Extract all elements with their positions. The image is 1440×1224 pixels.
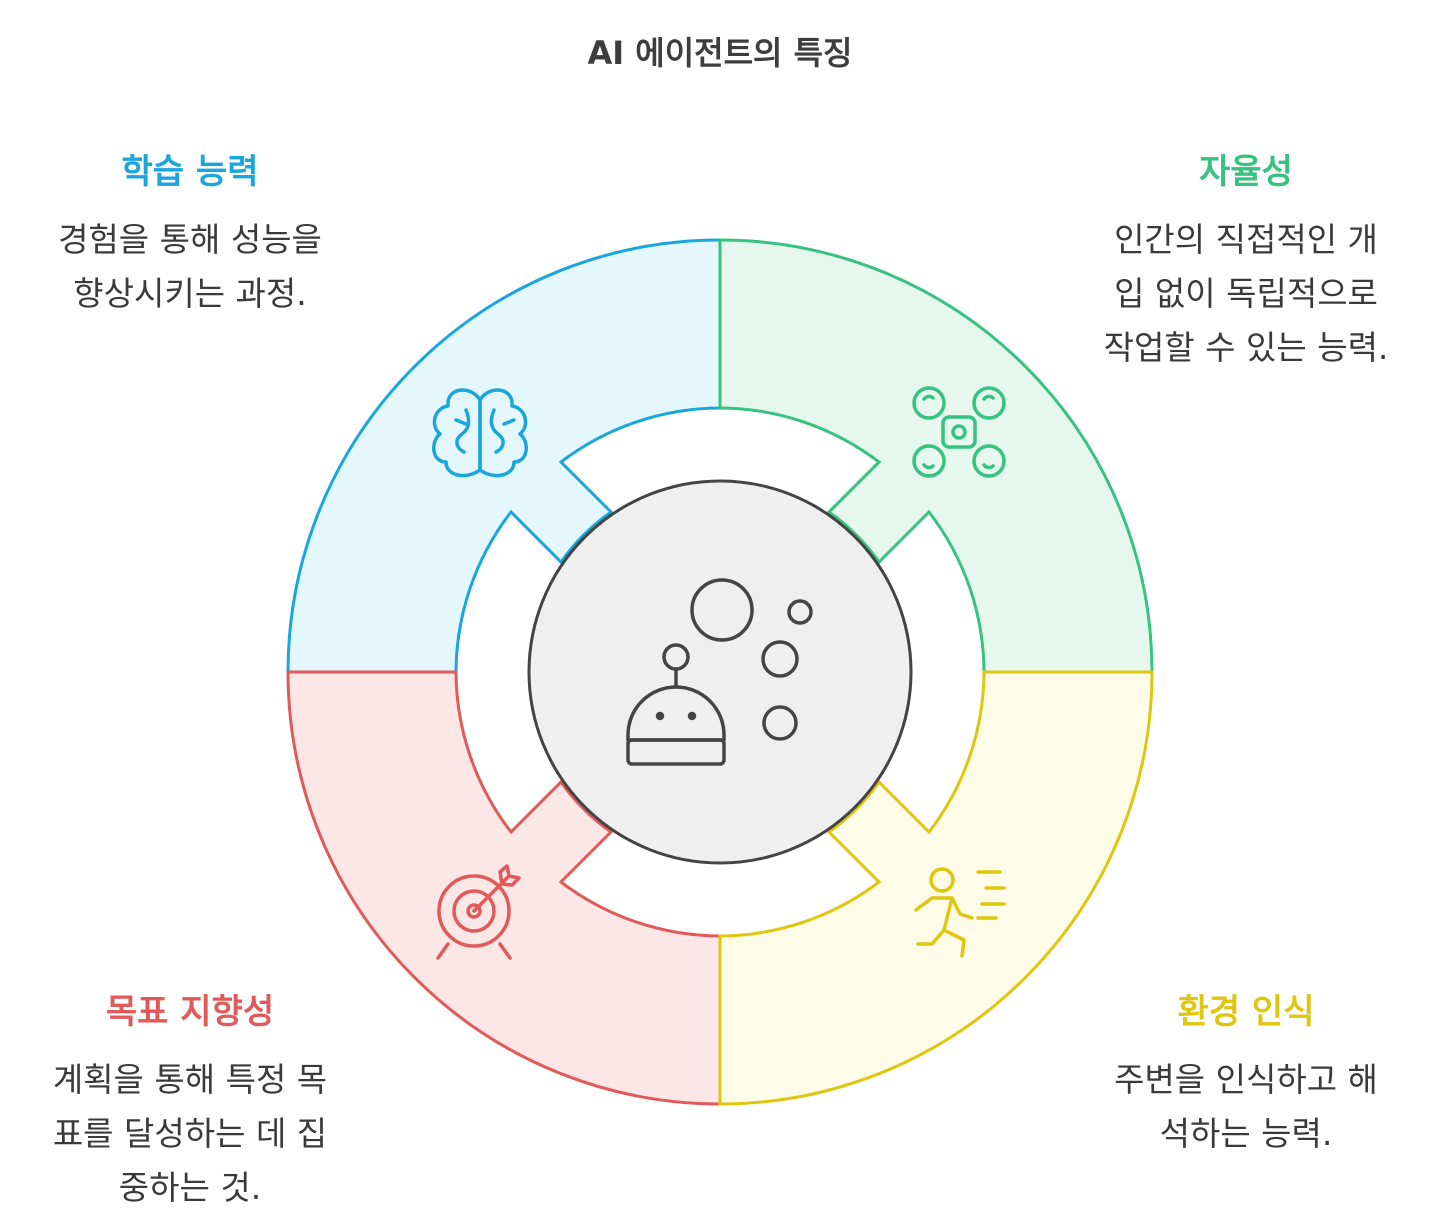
center-circle [527,479,913,865]
desc-line: 인간의 직접적인 개 [1114,220,1378,259]
segment-goal [286,670,722,1106]
desc-line: 석하는 능력. [1159,1114,1333,1153]
target-arrow-icon [436,864,521,960]
diagram-title: AI 에이전트의 특징 [587,34,853,72]
desc-line: 계획을 통해 특정 목 [52,1060,328,1099]
desc-learning: 경험을 통해 성능을 향상시키는 과정. [20,213,360,321]
desc-autonomy: 인간의 직접적인 개 입 없이 독립적으로 작업할 수 있는 능력. [1076,213,1416,375]
desc-goal: 계획을 통해 특정 목 표를 달성하는 데 집 중하는 것. [20,1053,360,1215]
desc-line: 입 없이 독립적으로 [1114,274,1378,313]
heading-learning: 학습 능력 [121,152,259,192]
heading-perception: 환경 인식 [1177,992,1315,1032]
heading-goal: 목표 지향성 [105,992,275,1032]
desc-line: 작업할 수 있는 능력. [1103,328,1389,367]
brain-icon [432,388,528,478]
desc-line: 경험을 통해 성능을 [58,220,322,259]
desc-line: 주변을 인식하고 해 [1114,1060,1378,1099]
running-person-icon [914,867,1006,958]
desc-perception: 주변을 인식하고 해 석하는 능력. [1076,1053,1416,1161]
heading-autonomy: 자율성 [1199,152,1293,192]
desc-line: 중하는 것. [118,1168,262,1207]
desc-line: 향상시키는 과정. [73,274,307,313]
drone-icon [912,386,1006,478]
robot-with-bubbles-icon [626,578,813,766]
desc-line: 표를 달성하는 데 집 [52,1114,328,1153]
